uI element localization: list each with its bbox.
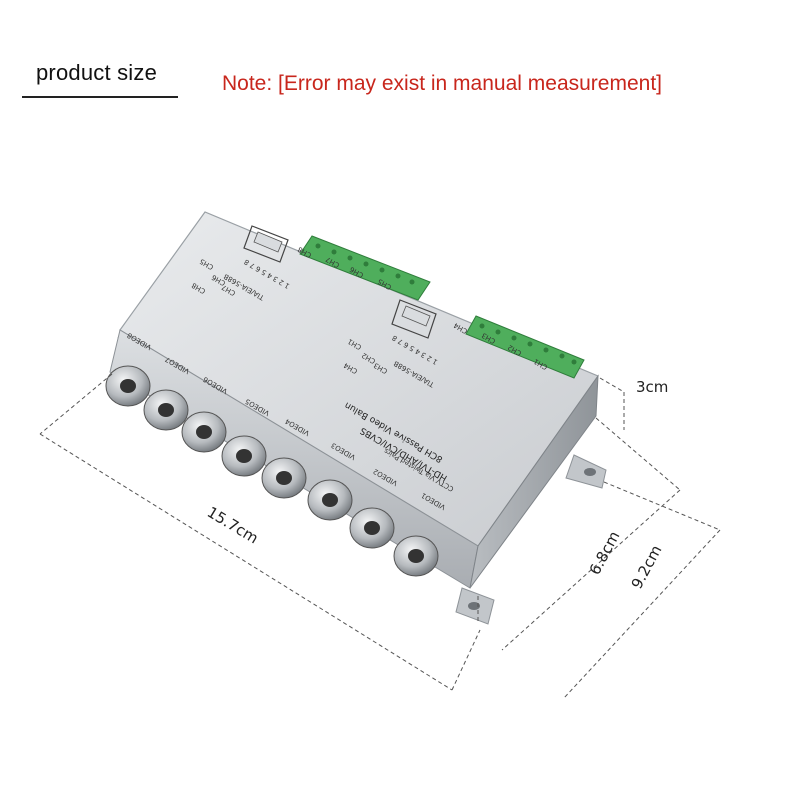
terminal-block-right	[465, 315, 585, 379]
bnc-connector-7	[143, 389, 189, 431]
bnc-connector-4	[261, 457, 307, 499]
bnc-connector-5	[221, 435, 267, 477]
rj45-port-icon-left	[243, 225, 289, 263]
measurement-note: Note: [Error may exist in manual measure…	[222, 72, 662, 95]
bnc-connector-6	[181, 411, 227, 453]
dimension-length-label: 15.7cm	[204, 503, 261, 547]
dimension-width-label: 6.8cm	[586, 528, 624, 578]
bnc-connector-3	[307, 479, 353, 521]
terminal-block-left	[299, 235, 431, 301]
bnc-connectors	[105, 365, 439, 577]
product-size-heading: product size	[36, 60, 158, 85]
heading-underline	[22, 96, 178, 98]
bnc-connector-2	[349, 507, 395, 549]
dimension-height-label: 3cm	[636, 378, 668, 396]
dimension-lines	[39, 373, 721, 699]
bnc-connector-8	[105, 365, 151, 407]
bnc-connector-1	[393, 535, 439, 577]
rj45-port-icon-right	[391, 299, 437, 339]
dimension-width-with-tabs-label: 9.2cm	[628, 542, 666, 592]
